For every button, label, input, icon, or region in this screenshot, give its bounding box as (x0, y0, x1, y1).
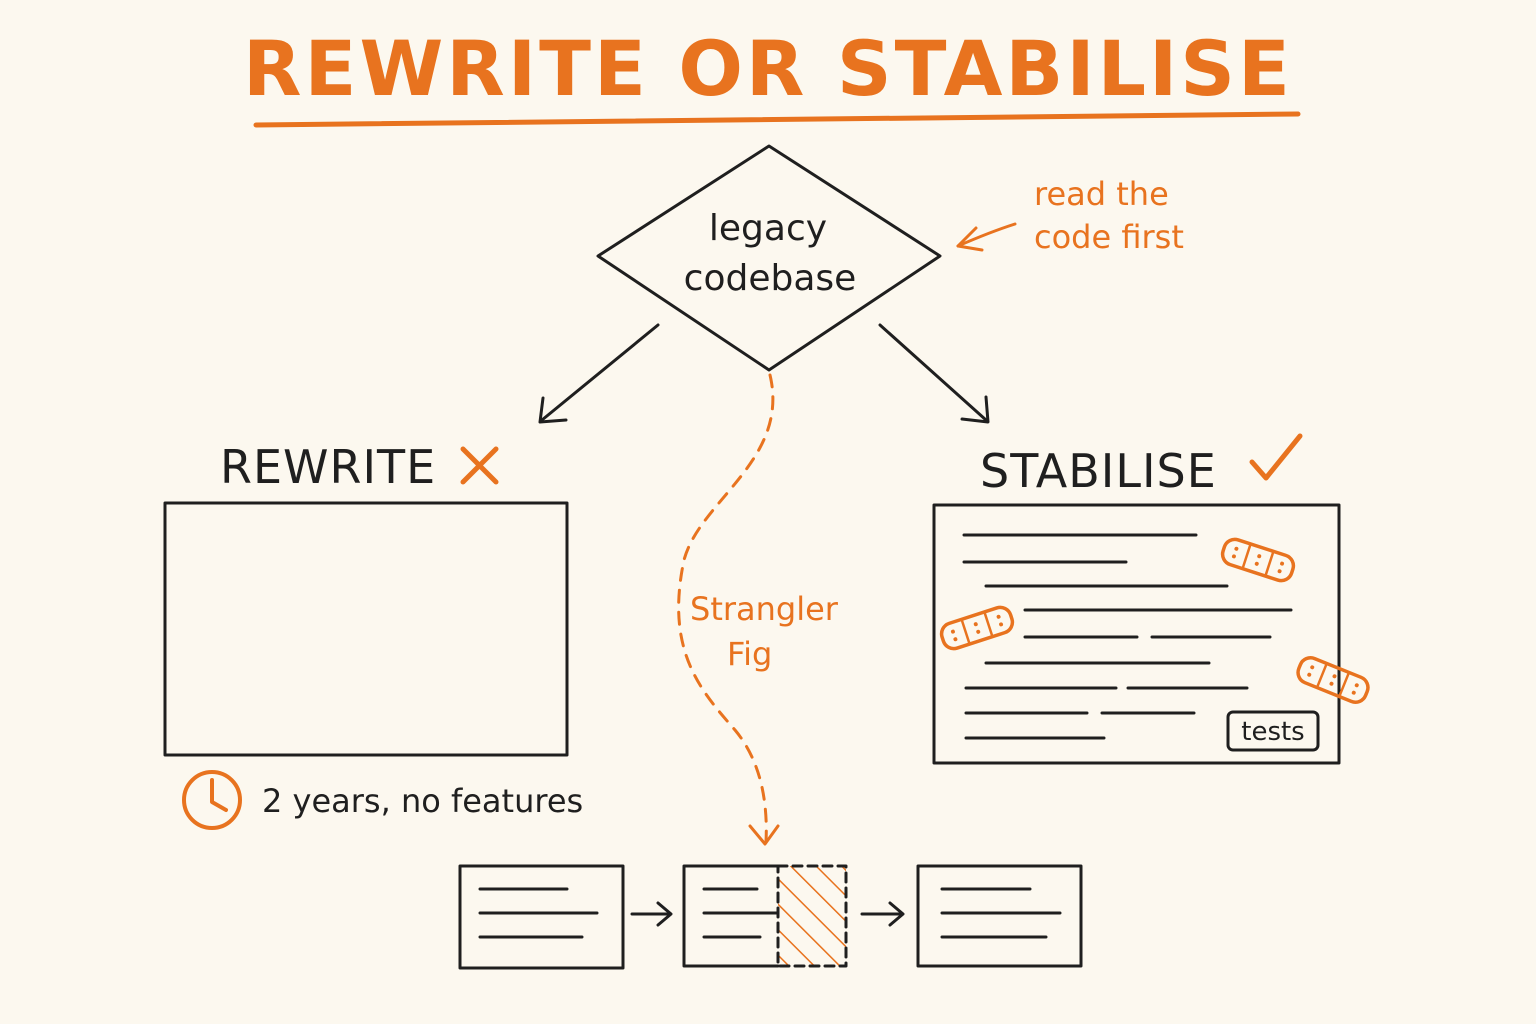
strangler-arrowhead (748, 824, 780, 846)
tests-box (1226, 710, 1320, 752)
note-line2: code first (1034, 218, 1184, 256)
code-lines (962, 533, 1293, 740)
arrow-to-stabilise (878, 323, 990, 424)
cross-icon (460, 446, 499, 485)
strangler-step-1 (458, 864, 625, 970)
note-line1: read the (1034, 175, 1169, 213)
bandage-icon (939, 605, 1015, 651)
strangler-step-2 (682, 864, 848, 968)
title-underline (253, 111, 1301, 128)
decision-label-line2: codebase (684, 258, 857, 299)
rewrite-label: REWRITE (220, 440, 436, 494)
note-arrow (956, 222, 1017, 252)
stabilise-box (932, 503, 1341, 765)
strangler-step-3 (916, 864, 1083, 968)
rewrite-caption: 2 years, no features (262, 782, 583, 820)
decision-diamond (596, 144, 942, 372)
sequence-arrow-1 (630, 901, 673, 927)
decision-label-line1: legacy (709, 208, 827, 249)
strangler-label-line1: Strangler (690, 590, 839, 628)
tests-label: tests (1241, 717, 1304, 747)
bandage-icon (1296, 656, 1370, 704)
rewrite-box (163, 501, 569, 757)
clock-icon (182, 770, 242, 830)
strangler-path (677, 373, 775, 844)
page-title: REWRITE OR STABILISE (243, 24, 1293, 113)
sequence-arrow-2 (860, 901, 905, 927)
stabilise-label: STABILISE (980, 444, 1217, 498)
strangler-label-line2: Fig (727, 635, 772, 673)
arrow-to-rewrite (538, 323, 660, 424)
check-icon (1249, 433, 1303, 481)
bandage-icon (1220, 537, 1296, 583)
